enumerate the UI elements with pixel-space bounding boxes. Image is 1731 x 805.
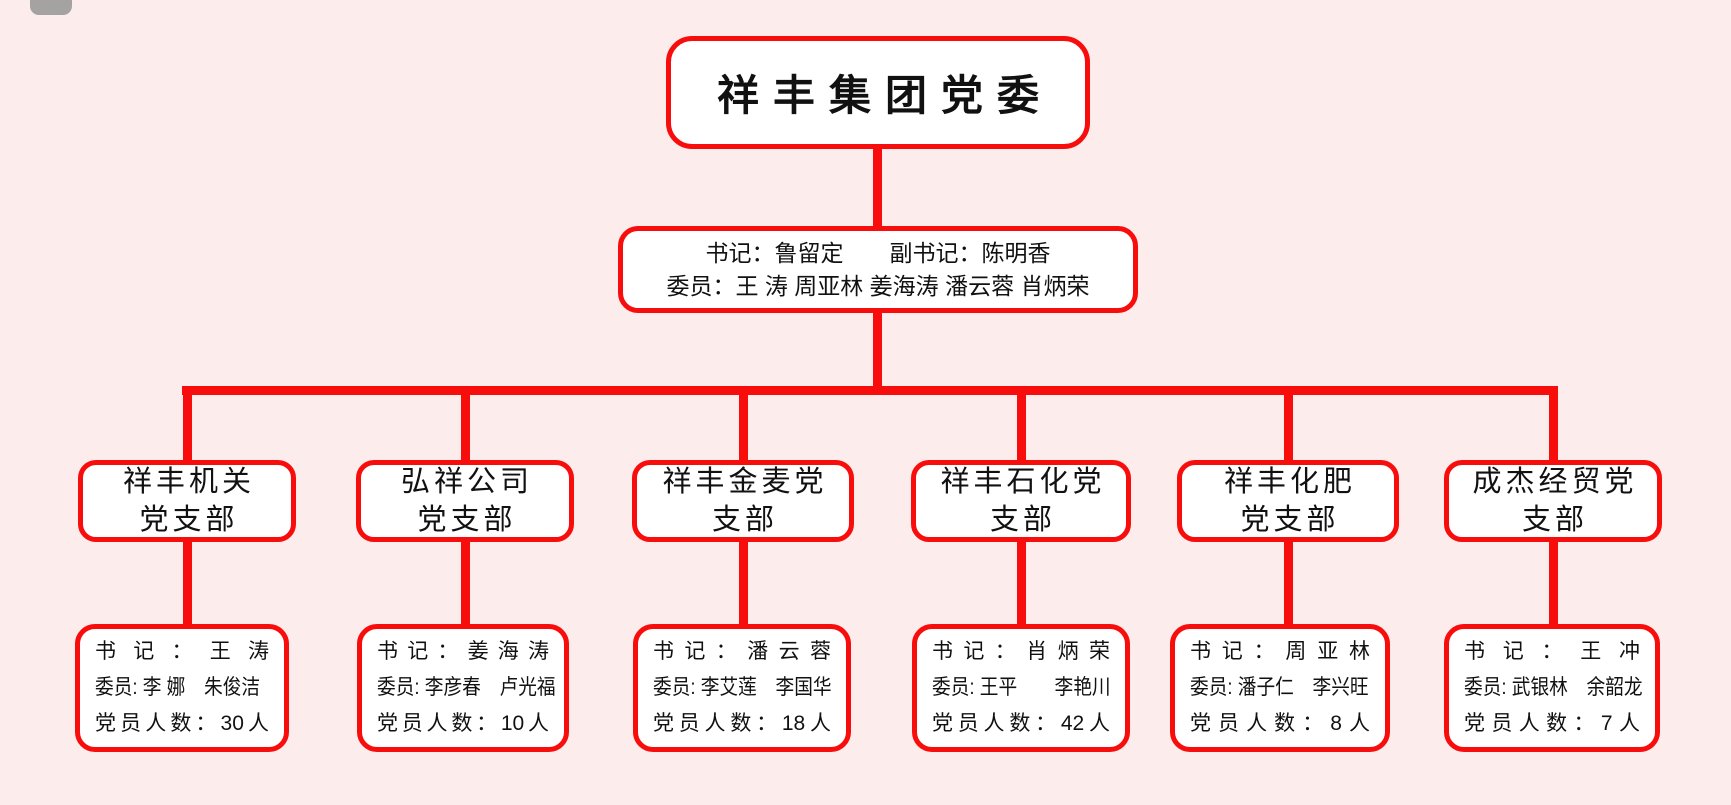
detail-node-6: 书记：王冲 委员: 武银林 余韶龙 党员人数：7人 [1444, 624, 1660, 752]
connector-branch-1 [183, 389, 192, 463]
committee-node: 书记：鲁留定 副书记：陈明香 委员：王 涛 周亚林 姜海涛 潘云蓉 肖炳荣 [618, 226, 1138, 313]
detail-member-count: 党员人数：7人 [1464, 712, 1640, 735]
connector-branch-4 [1017, 389, 1026, 463]
connector-detail-6 [1549, 540, 1558, 626]
connector-bus [182, 386, 1558, 395]
detail-member-count: 党员人数：42人 [932, 712, 1110, 735]
detail-member-count: 党员人数：18人 [653, 712, 831, 735]
branch-node-2: 弘祥公司 党支部 [356, 460, 574, 542]
branch-title-line2: 支部 [989, 504, 1056, 536]
detail-secretary: 书记：姜海涛 [377, 640, 549, 663]
connector-branch-5 [1284, 389, 1293, 463]
branch-title-line2: 支部 [1521, 504, 1588, 536]
connector-branch-6 [1549, 389, 1558, 463]
connector-detail-2 [461, 540, 470, 626]
corner-tab [30, 0, 72, 15]
branch-node-5: 祥丰化肥 党支部 [1177, 460, 1399, 542]
detail-members: 委员: 潘子仁 李兴旺 [1190, 676, 1369, 699]
committee-leaders: 书记：鲁留定 副书记：陈明香 [705, 239, 1051, 266]
branch-title-line1: 成杰经贸党 [1472, 466, 1638, 498]
detail-secretary: 书记：王涛 [95, 640, 269, 663]
detail-members: 委员: 李彦春 卢光福 [377, 676, 556, 699]
detail-members: 委员: 李艾莲 李国华 [653, 676, 832, 699]
connector-detail-1 [183, 540, 192, 626]
detail-secretary: 书记：潘云蓉 [653, 640, 831, 663]
connector-detail-3 [739, 540, 748, 626]
detail-secretary: 书记：肖炳荣 [932, 640, 1110, 663]
detail-members: 委员: 李 娜 朱俊洁 [95, 676, 261, 699]
branch-title-line1: 祥丰金麦党 [662, 466, 828, 498]
detail-node-2: 书记：姜海涛 委员: 李彦春 卢光福 党员人数：10人 [357, 624, 569, 752]
branch-node-4: 祥丰石化党 支部 [911, 460, 1131, 542]
root-title: 祥丰集团党委 [716, 72, 1053, 119]
branch-title-line1: 祥丰机关 [122, 466, 255, 498]
root-node: 祥丰集团党委 [666, 36, 1090, 149]
detail-member-count: 党员人数：10人 [377, 712, 549, 735]
branch-title-line1: 弘祥公司 [400, 466, 533, 498]
detail-node-1: 书记：王涛 委员: 李 娜 朱俊洁 党员人数：30人 [75, 624, 289, 752]
branch-title-line2: 党支部 [417, 504, 517, 536]
branch-node-3: 祥丰金麦党 支部 [632, 460, 854, 542]
branch-node-6: 成杰经贸党 支部 [1444, 460, 1662, 542]
branch-title-line1: 祥丰化肥 [1223, 466, 1356, 498]
detail-member-count: 党员人数：8人 [1190, 712, 1370, 735]
connector-branch-3 [739, 389, 748, 463]
connector-detail-4 [1017, 540, 1026, 626]
branch-node-1: 祥丰机关 党支部 [78, 460, 296, 542]
detail-node-4: 书记：肖炳荣 委员: 王平 李艳川 党员人数：42人 [912, 624, 1130, 752]
connector-root-committee [873, 147, 882, 228]
detail-node-3: 书记：潘云蓉 委员: 李艾莲 李国华 党员人数：18人 [633, 624, 851, 752]
detail-members: 委员: 武银林 余韶龙 [1464, 676, 1643, 699]
connector-branch-2 [461, 389, 470, 463]
detail-member-count: 党员人数：30人 [95, 712, 269, 735]
detail-members: 委员: 王平 李艳川 [932, 676, 1111, 699]
detail-secretary: 书记：周亚林 [1190, 640, 1370, 663]
detail-node-5: 书记：周亚林 委员: 潘子仁 李兴旺 党员人数：8人 [1170, 624, 1390, 752]
committee-members: 委员：王 涛 周亚林 姜海涛 潘云蓉 肖炳荣 [666, 272, 1090, 299]
branch-title-line2: 党支部 [139, 504, 239, 536]
connector-detail-5 [1284, 540, 1293, 626]
detail-secretary: 书记：王冲 [1464, 640, 1640, 663]
branch-title-line2: 支部 [711, 504, 778, 536]
connector-committee-bus [873, 311, 882, 391]
branch-title-line1: 祥丰石化党 [940, 466, 1106, 498]
branch-title-line2: 党支部 [1240, 504, 1340, 536]
